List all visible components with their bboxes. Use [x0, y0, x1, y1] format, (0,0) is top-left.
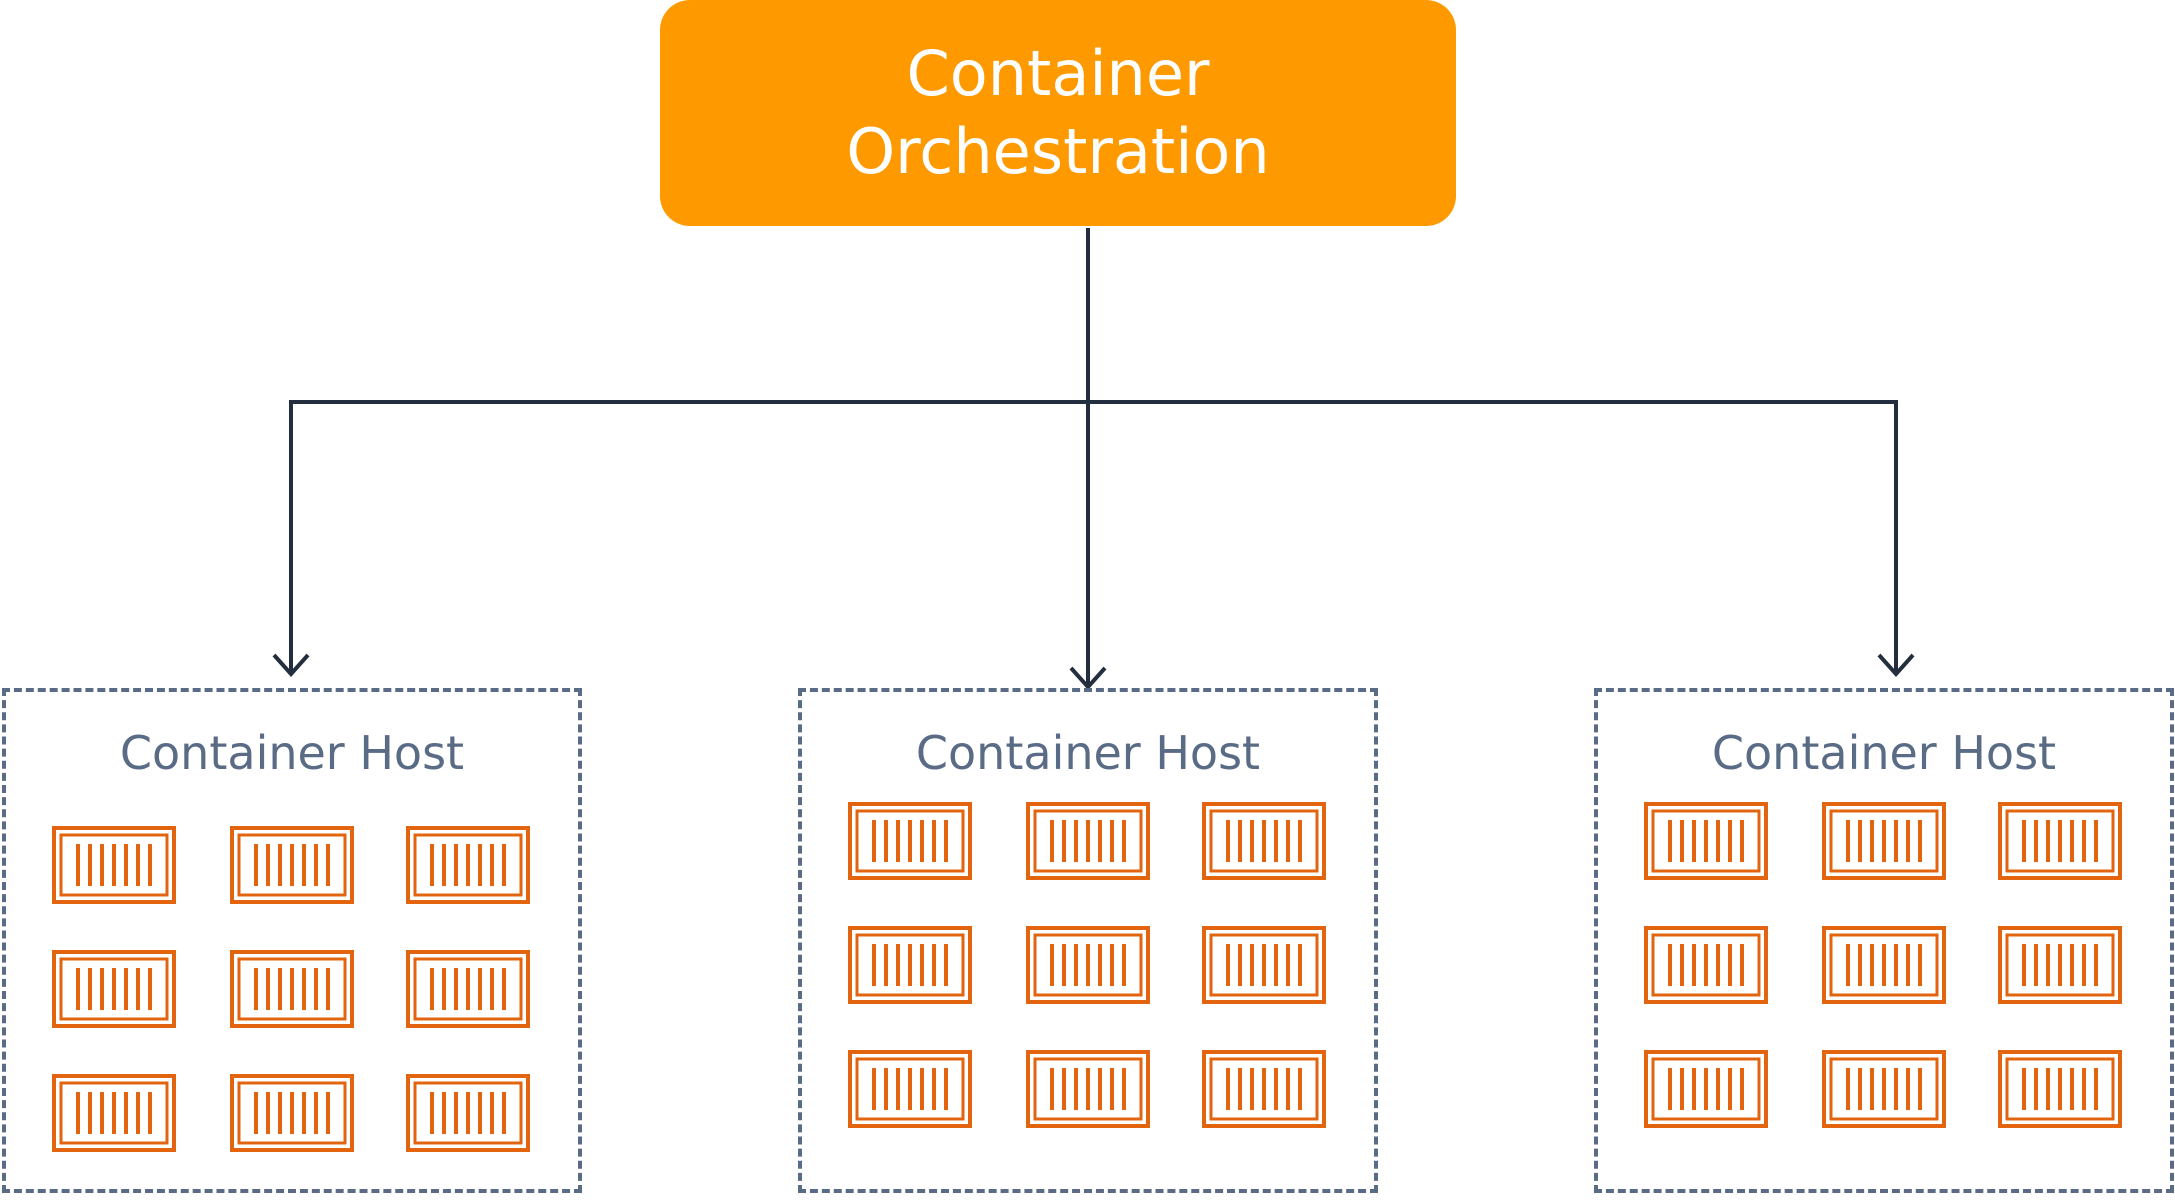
branch-line [289, 400, 1898, 672]
shipping-container-icon [406, 826, 530, 904]
container-host-3: Container Host [1594, 688, 2174, 1193]
shipping-container-icon [848, 926, 972, 1004]
shipping-container-icon [1202, 926, 1326, 1004]
shipping-container-icon [1026, 926, 1150, 1004]
shipping-container-icon [1644, 1050, 1768, 1128]
container-host-2: Container Host [798, 688, 1378, 1193]
shipping-container-icon [1822, 1050, 1946, 1128]
shipping-container-icon [52, 826, 176, 904]
shipping-container-icon [1026, 802, 1150, 880]
shipping-container-icon [52, 1074, 176, 1152]
shipping-container-icon [406, 950, 530, 1028]
shipping-container-icon [1822, 802, 1946, 880]
arrowhead-right [1877, 653, 1915, 677]
shipping-container-icon [1202, 802, 1326, 880]
container-orchestration-box: Container Orchestration [660, 0, 1456, 226]
shipping-container-icon [52, 950, 176, 1028]
orchestration-title-line2: Orchestration [846, 115, 1270, 188]
container-host-label: Container Host [1711, 726, 2057, 780]
arrowhead-left [272, 653, 310, 677]
orchestration-title: Container Orchestration [846, 35, 1269, 191]
shipping-container-icon [848, 1050, 972, 1128]
shipping-container-icon [230, 1074, 354, 1152]
container-host-label: Container Host [119, 726, 465, 780]
shipping-container-icon [1998, 1050, 2122, 1128]
shipping-container-icon [1822, 926, 1946, 1004]
shipping-container-icon [1644, 802, 1768, 880]
container-host-1: Container Host [2, 688, 582, 1193]
shipping-container-icon [230, 950, 354, 1028]
shipping-container-icon [1998, 926, 2122, 1004]
shipping-container-icon [230, 826, 354, 904]
shipping-container-icon [406, 1074, 530, 1152]
container-host-label: Container Host [915, 726, 1261, 780]
orchestration-title-line1: Container [906, 37, 1210, 110]
shipping-container-icon [1644, 926, 1768, 1004]
shipping-container-icon [1026, 1050, 1150, 1128]
shipping-container-icon [1998, 802, 2122, 880]
shipping-container-icon [848, 802, 972, 880]
shipping-container-icon [1202, 1050, 1326, 1128]
arrowhead-center [1069, 666, 1107, 690]
